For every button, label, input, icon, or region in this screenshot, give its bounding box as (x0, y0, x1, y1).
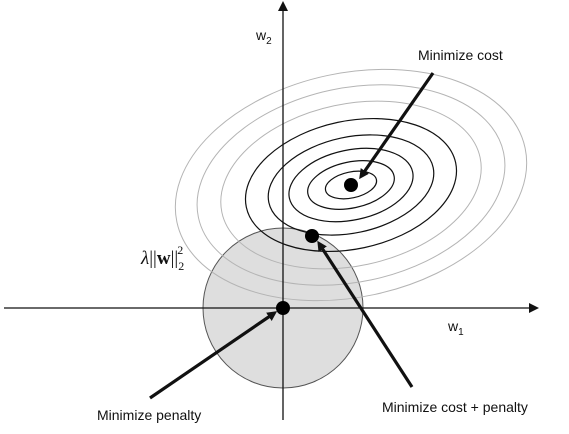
outer-contour (196, 84, 506, 286)
y-axis-label: w2 (255, 27, 272, 47)
penalty-formula: λ||w||22 (140, 243, 184, 273)
label-min-cost-penalty: Minimize cost + penalty (382, 399, 528, 415)
point-min-cost (344, 178, 358, 192)
inner-cost-contours (244, 117, 458, 253)
inner-contour (244, 117, 458, 253)
point-min-cost-penalty (305, 229, 319, 243)
arrow-min-cost-penalty (317, 240, 414, 388)
point-min-penalty (276, 301, 290, 315)
arrow-min-penalty (149, 311, 278, 400)
outer-contour (220, 100, 482, 270)
inner-contour (288, 147, 414, 223)
inner-contour (324, 170, 378, 200)
label-min-penalty: Minimize penalty (97, 407, 201, 423)
x-axis-label: w1 (447, 318, 464, 338)
arrow-min-cost (359, 72, 435, 180)
inner-contour (307, 160, 395, 210)
label-min-cost: Minimize cost (418, 47, 503, 63)
inner-contour (267, 134, 435, 236)
